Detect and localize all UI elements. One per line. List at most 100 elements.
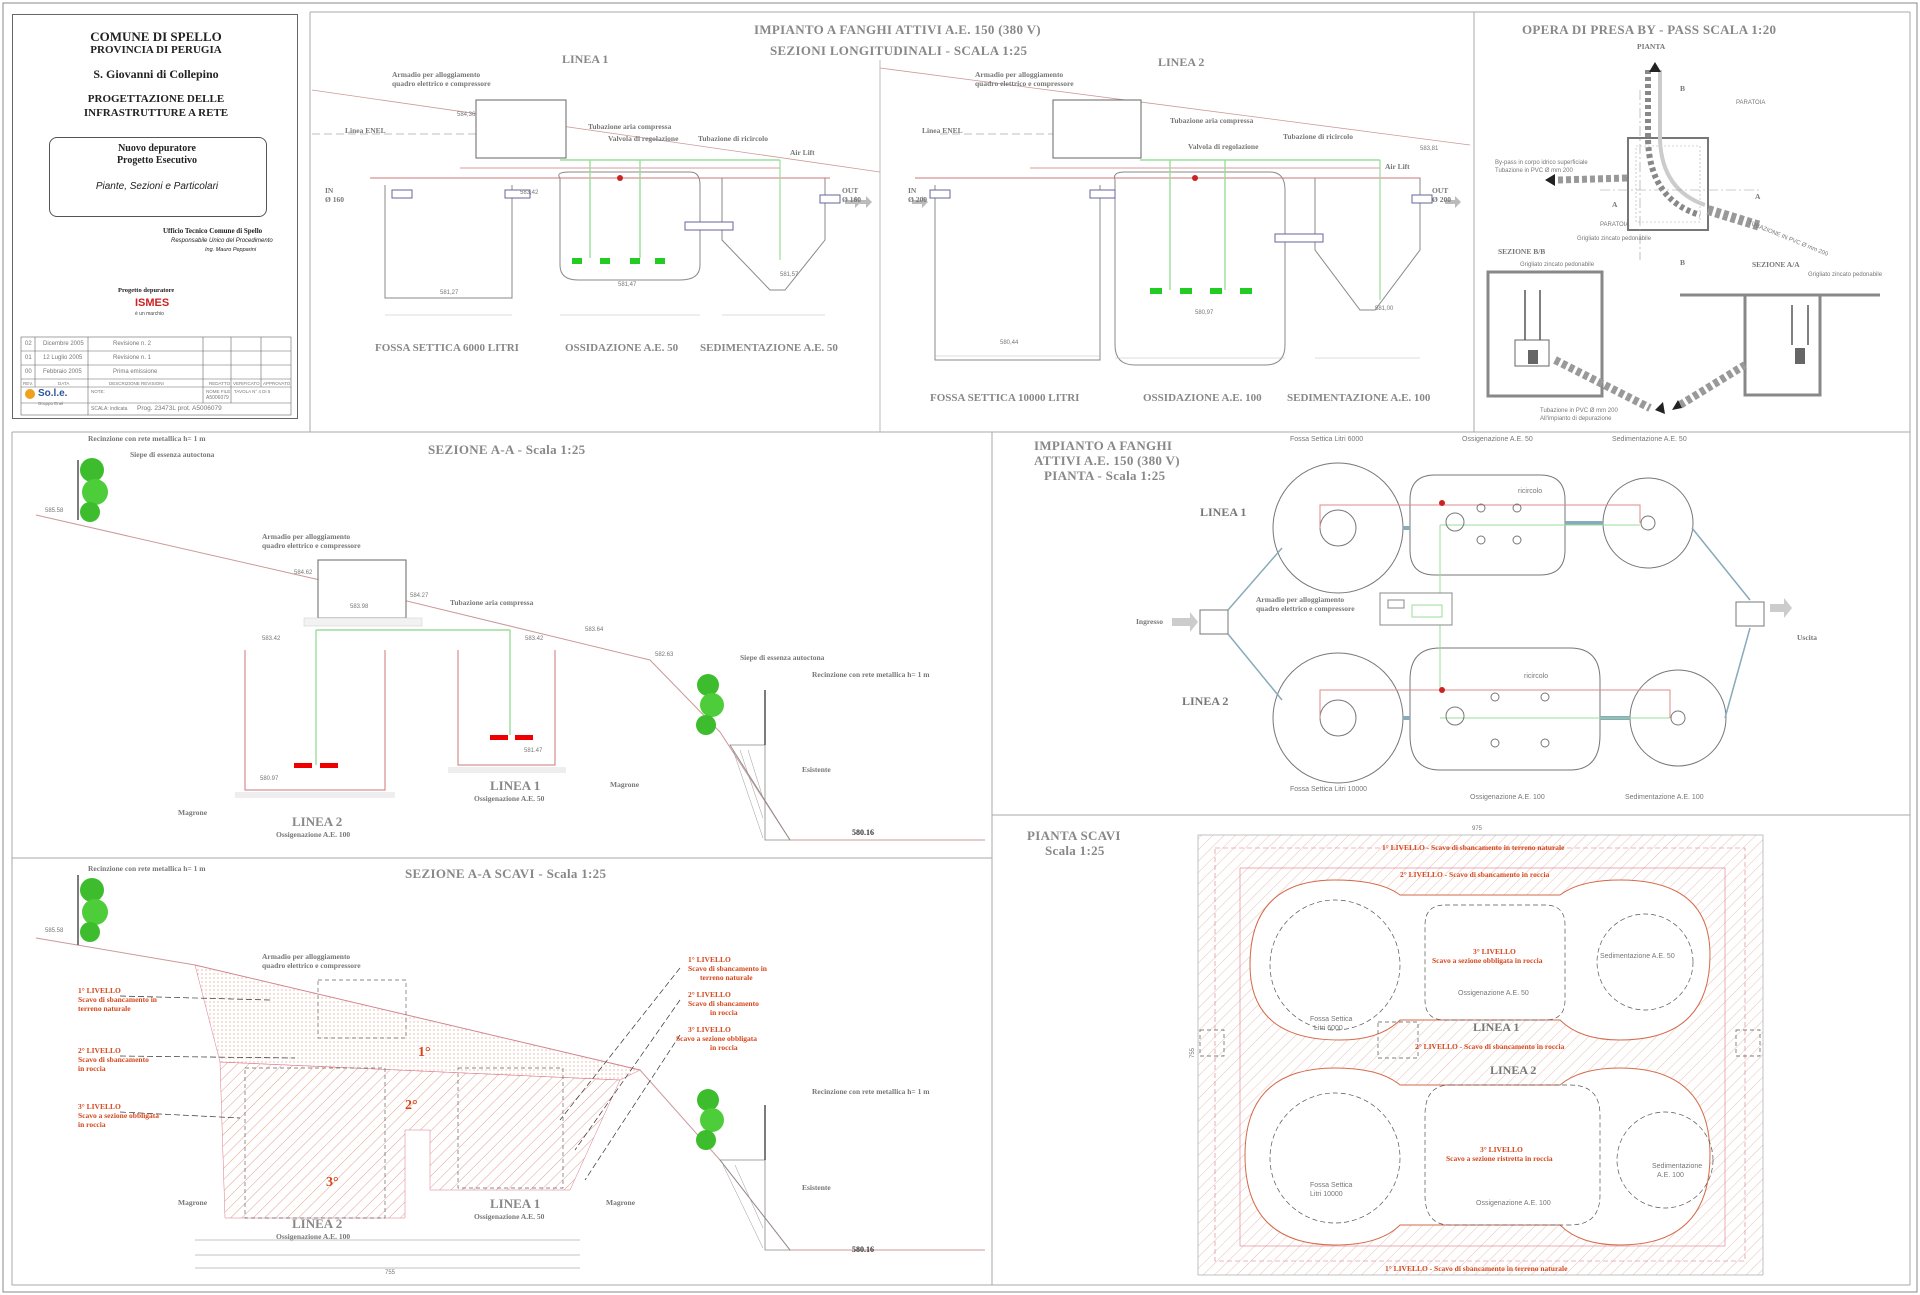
- pscavi-sedim1: Sedimentazione A.E. 50: [1600, 953, 1675, 960]
- long-out-1: OUT: [842, 186, 859, 195]
- long-fossa-1: FOSSA SETTICA 6000 LITRI: [375, 342, 519, 354]
- scavi-liv2: 2° LIVELLO: [78, 1046, 121, 1055]
- rev-row-2-id: 00: [25, 369, 32, 375]
- pscavi-title-2: Scala 1:25: [1045, 843, 1105, 858]
- long-armadio-1b: quadro elettrico e compressore: [392, 79, 491, 88]
- pianta-fossa-1: Fossa Settica Litri 6000: [1290, 436, 1364, 443]
- company-logo-icon: [25, 389, 35, 399]
- presa-paratoia-2: PARATOIA: [1600, 222, 1630, 228]
- scavi-liv2-sub1: Scavo di sbancamento: [78, 1055, 149, 1064]
- pscavi-fossa1b: Litri 6000: [1314, 1025, 1343, 1032]
- sez-aa-q5: 583.64: [585, 627, 604, 633]
- scavi-r2b: in roccia: [710, 1008, 738, 1017]
- scavi-liv1-sub1: Scavo di sbancamento in: [78, 995, 157, 1004]
- sez-aa-linea2-sub: Ossigenazione A.E. 100: [276, 830, 351, 839]
- pscavi-fossa2b: Litri 10000: [1310, 1191, 1343, 1198]
- presa-tub-out-2: All'impianto di depurazione: [1540, 416, 1612, 422]
- long-armadio-2b: quadro elettrico e compressore: [975, 79, 1074, 88]
- sez-aa-linea1: LINEA 1: [490, 778, 541, 793]
- scavi-liv3-sub1: Scavo a sezione obbligata: [78, 1111, 160, 1120]
- rev-row-0-date: Dicembre 2005: [43, 341, 84, 347]
- long-valvola-2: Valvola di regolazione: [1188, 142, 1259, 151]
- title-block: COMUNE DI SPELLO PROVINCIA DI PERUGIA S.…: [12, 14, 298, 419]
- scale-label: SCALA: indicata: [91, 406, 128, 412]
- scavi-liv3: 3° LIVELLO: [78, 1102, 121, 1111]
- pscavi-ossig2: Ossigenazione A.E. 100: [1476, 1200, 1551, 1207]
- pianta-linea1: LINEA 1: [1200, 505, 1247, 519]
- long-q5: 581,47: [618, 282, 637, 288]
- scavi-liv3-sub2: in roccia: [78, 1120, 106, 1129]
- pscavi-third2: 3° LIVELLO: [1480, 1145, 1523, 1154]
- long-sedim-1: SEDIMENTAZIONE A.E. 50: [700, 342, 838, 354]
- pscavi-bottom: 1° LIVELLO - Scavo di sbancamento in ter…: [1385, 1264, 1568, 1273]
- company-sub: Gruppo Enel: [38, 401, 64, 406]
- sez-aa-esistente: Esistente: [802, 765, 831, 774]
- sez-aa-q8: 581.47: [524, 748, 543, 754]
- scavi-liv2-sub2: in roccia: [78, 1064, 106, 1073]
- long-enel-1: Linea ENEL: [345, 126, 386, 135]
- scavi-zone3: 3°: [326, 1175, 339, 1190]
- long-armadio-2a: Armadio per alloggiamento: [975, 70, 1064, 79]
- scavi-title: SEZIONE A-A SCAVI - Scala 1:25: [405, 866, 607, 881]
- scavi-zone1: 1°: [418, 1045, 431, 1060]
- pscavi-third2-sub: Scavo a sezione ristretta in roccia: [1446, 1154, 1553, 1163]
- revision-table: [20, 336, 292, 416]
- sez-aa-q2: 584.62: [294, 570, 313, 576]
- pianta-fossa-2: Fossa Settica Litri 10000: [1290, 786, 1368, 793]
- long-q1: 584,36: [457, 112, 476, 118]
- long-out-2-d: Ø 200: [1432, 195, 1451, 204]
- presa-pianta: PIANTA: [1637, 42, 1666, 51]
- sez-aa-magrone-1: Magrone: [610, 780, 640, 789]
- scavi-r3: 3° LIVELLO: [688, 1025, 731, 1034]
- presa-sez-aa: SEZIONE A/A: [1752, 260, 1800, 269]
- pscavi-linea1: LINEA 1: [1473, 1020, 1520, 1034]
- subject-line1: Nuovo depuratore: [118, 143, 196, 154]
- scavi-liv1: 1° LIVELLO: [78, 986, 121, 995]
- scavi-r3a: Scavo a sezione obbligata: [676, 1034, 758, 1043]
- file-name: A5006079: [206, 395, 229, 401]
- scavi-esistente: Esistente: [802, 1183, 831, 1192]
- presa-griglia-2: Grigliato zincato pedonabile: [1520, 262, 1595, 268]
- municipality: COMUNE DI SPELLO: [90, 29, 222, 44]
- rev-row-1-id: 01: [25, 355, 32, 361]
- pianta-armadio-a: Armadio per alloggiamento: [1256, 595, 1345, 604]
- rev-header-approvato: APPROVATO: [263, 381, 291, 386]
- scavi-linea2-sub: Ossigenazione A.E. 100: [276, 1232, 351, 1241]
- long-out-1-d: Ø 160: [842, 195, 861, 204]
- scavi-magrone-2: Magrone: [606, 1198, 636, 1207]
- scavi-r1b: terreno naturale: [700, 973, 753, 982]
- pscavi-sedim2a: Sedimentazione: [1652, 1163, 1703, 1170]
- rev-row-0-id: 02: [25, 341, 32, 347]
- rev-header-desc: DESCRIZIONE REVISIONI: [109, 381, 164, 386]
- long-in-1: IN: [325, 186, 334, 195]
- company-name: So.l.e.: [38, 388, 68, 399]
- file-label: NOME FILE:: [206, 389, 232, 394]
- sez-aa-armadio-b: quadro elettrico e compressore: [262, 541, 361, 550]
- pscavi-dim-w: 975: [1472, 826, 1483, 832]
- presa-paratoia-1: PARATOIA: [1736, 100, 1766, 106]
- pianta-title-2: ATTIVI A.E. 150 (380 V): [1034, 453, 1180, 468]
- sez-aa-title: SEZIONE A-A - Scala 1:25: [428, 442, 586, 457]
- long-ossid-2: OSSIDAZIONE A.E. 100: [1143, 392, 1262, 404]
- pianta-sedim-2: Sedimentazione A.E. 100: [1625, 794, 1704, 801]
- scavi-r2a: Scavo di sbancamento: [688, 999, 759, 1008]
- sez-aa-aria: Tubazione aria compressa: [450, 598, 534, 607]
- pianta-title-1: IMPIANTO A FANGHI: [1034, 438, 1173, 453]
- scavi-r2: 2° LIVELLO: [688, 990, 731, 999]
- rev-row-2-date: Febbraio 2005: [43, 369, 82, 375]
- long-armadio-1a: Armadio per alloggiamento: [392, 70, 481, 79]
- note-label: NOTE:: [91, 389, 105, 394]
- long-q7: 580,97: [1195, 310, 1214, 316]
- sez-aa-q4: 583.98: [350, 604, 369, 610]
- scavi-liv1-sub2: terreno naturale: [78, 1004, 131, 1013]
- presa-griglia-1: Grigliato zincato pedonabile: [1577, 236, 1652, 242]
- pianta-armadio-b: quadro elettrico e compressore: [1256, 604, 1355, 613]
- long-ricircolo-2: Tubazione di ricircolo: [1283, 132, 1354, 141]
- presa-title: OPERA DI PRESA BY - PASS SCALA 1:20: [1522, 22, 1777, 37]
- pscavi-fossa1a: Fossa Settica: [1310, 1016, 1353, 1023]
- presa-bypass-1: By-pass in corpo idrico superficiale: [1495, 160, 1588, 166]
- pscavi-second: 2° LIVELLO - Scavo di sbancamento in roc…: [1400, 870, 1550, 879]
- rev-header-rev: REV.: [23, 381, 34, 386]
